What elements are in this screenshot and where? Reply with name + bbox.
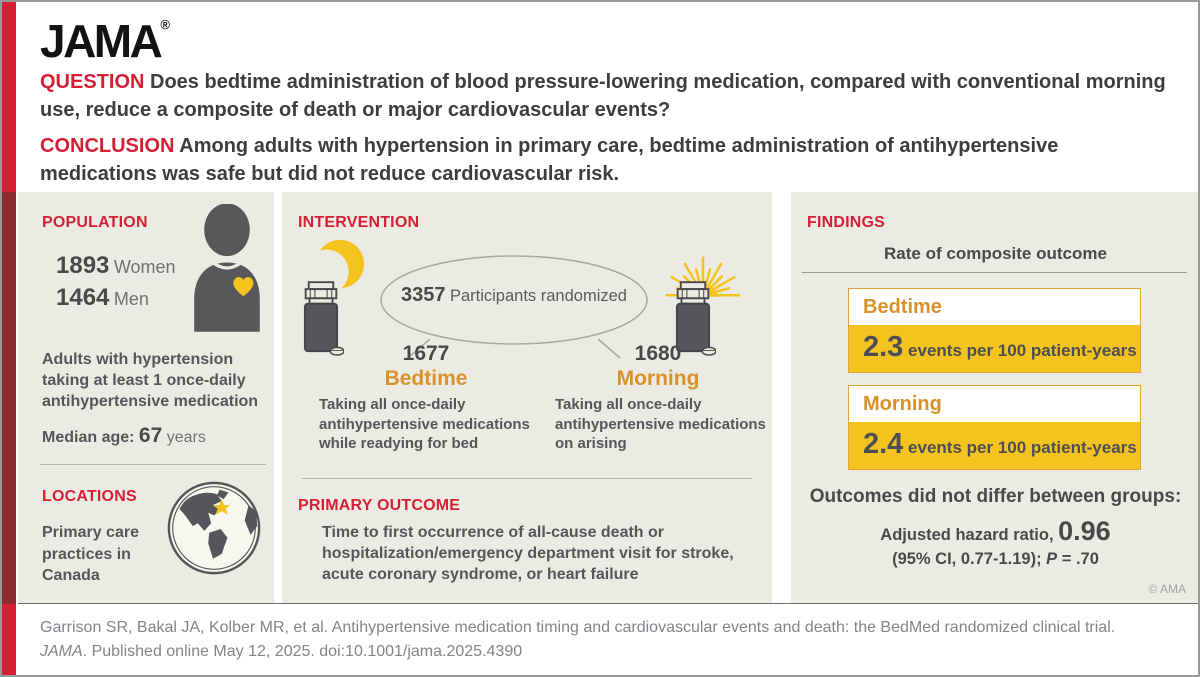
morning-result-band: 2.4 events per 100 patient-years [849, 422, 1140, 469]
locations-heading: LOCATIONS [42, 488, 137, 505]
findings-heading: FINDINGS [807, 214, 886, 231]
question-text: Does bedtime administration of blood pre… [40, 71, 1166, 122]
bedtime-result-band: 2.3 events per 100 patient-years [849, 325, 1140, 372]
morning-result-box: Morning 2.4 events per 100 patient-years [848, 385, 1141, 470]
p-label: P [1046, 550, 1058, 568]
locations-description: Primary care practices in Canada [42, 524, 139, 585]
findings-panel: FINDINGS Rate of composite outcome Bedti… [791, 192, 1198, 604]
ama-copyright: © AMA [1148, 582, 1186, 596]
median-age-label: Median age: [42, 429, 135, 446]
left-accent-bar-middle [2, 192, 16, 604]
jama-logo-text: JAMA [40, 15, 163, 67]
men-count: 1464 [56, 284, 110, 312]
globe-icon [167, 481, 261, 575]
left-accent-bar-bottom [2, 604, 16, 675]
left-accent-bar-top [2, 2, 16, 192]
bedtime-name: Bedtime [384, 367, 468, 390]
conclusion-label: CONCLUSION [40, 135, 175, 157]
bedtime-count: 1677 [402, 342, 450, 365]
men-count-row: 1464 Men [56, 282, 176, 314]
primary-outcome-description: Time to first occurrence of all-cause de… [322, 524, 734, 584]
morning-count: 1680 [634, 342, 682, 365]
randomization-oval [380, 255, 648, 359]
heart-icon [233, 277, 254, 297]
person-icon [194, 204, 260, 332]
randomized-count: 3357 [401, 284, 446, 306]
connector-right [597, 338, 621, 359]
star-icon [213, 499, 231, 515]
p-value: = .70 [1057, 550, 1099, 568]
ci-text: (95% CI, 0.77-1.19); [892, 550, 1047, 568]
hazard-ratio-line: Adjusted hazard ratio, 0.96 [791, 516, 1198, 547]
hazard-ratio-value: 0.96 [1058, 516, 1111, 546]
primary-outcome-heading: PRIMARY OUTCOME [298, 497, 461, 514]
intervention-outcome-divider [302, 478, 752, 479]
morning-name: Morning [616, 367, 700, 390]
population-panel: POPULATION 1893 Women 1464 Men Adults wi… [18, 192, 274, 604]
morning-description: Taking all once-daily antihypertensive m… [555, 396, 766, 452]
citation-separator [18, 603, 1198, 604]
median-age-unit: years [166, 429, 206, 446]
findings-subtitle: Rate of composite outcome [884, 244, 1107, 263]
hazard-ratio-label: Adjusted hazard ratio, [880, 526, 1059, 544]
citation: Garrison SR, Bakal JA, Kolber MR, et al.… [40, 616, 1160, 664]
confidence-interval-line: (95% CI, 0.77-1.19); P = .70 [791, 550, 1198, 569]
population-heading: POPULATION [42, 214, 148, 231]
citation-journal: JAMA [40, 643, 83, 660]
conclusion-paragraph: CONCLUSION Among adults with hypertensio… [40, 132, 1175, 189]
bedtime-result-value: 2.3 [863, 331, 904, 363]
morning-result-label: Morning [863, 393, 942, 415]
morning-arm: 1680 Morning Taking all once-daily antih… [542, 342, 774, 454]
median-age-value: 67 [138, 424, 163, 447]
population-counts: 1893 Women 1464 Men [56, 250, 176, 315]
men-label: Men [113, 289, 149, 310]
findings-summary: Outcomes did not differ between groups: [809, 486, 1182, 507]
bedtime-description: Taking all once-daily antihypertensive m… [319, 396, 530, 452]
population-locations-divider [40, 464, 266, 465]
randomized-text: 3357 Participants randomized [398, 284, 630, 307]
citation-text-end: . Published online May 12, 2025. doi:10.… [82, 643, 523, 660]
bedtime-result-unit: events per 100 patient-years [903, 341, 1137, 360]
bedtime-result-box: Bedtime 2.3 events per 100 patient-years [848, 288, 1141, 373]
intervention-heading: INTERVENTION [298, 214, 420, 231]
connector-left [407, 338, 431, 359]
women-count: 1893 [56, 252, 110, 279]
citation-text: Garrison SR, Bakal JA, Kolber MR, et al.… [40, 619, 1116, 636]
pill-bottle-icon [303, 281, 344, 356]
randomized-label: Participants randomized [449, 287, 627, 305]
bedtime-arm: 1677 Bedtime Taking all once-daily antih… [310, 342, 542, 454]
conclusion-text: Among adults with hypertension in primar… [40, 135, 1059, 186]
pill-bottle-icon [675, 281, 716, 356]
morning-result-value: 2.4 [863, 428, 904, 460]
median-age: Median age: 67 years [42, 424, 206, 448]
women-label: Women [113, 257, 176, 277]
question-paragraph: QUESTION Does bedtime administration of … [40, 68, 1175, 125]
jama-logo: JAMA® [40, 14, 170, 68]
question-label: QUESTION [40, 71, 145, 93]
morning-result-unit: events per 100 patient-years [903, 438, 1137, 457]
registered-mark: ® [160, 17, 170, 32]
women-count-row: 1893 Women [56, 250, 176, 282]
intervention-panel: INTERVENTION [282, 192, 772, 604]
population-description: Adults with hypertension taking at least… [42, 351, 259, 410]
bedtime-result-label: Bedtime [863, 296, 942, 318]
findings-rule [802, 272, 1187, 273]
